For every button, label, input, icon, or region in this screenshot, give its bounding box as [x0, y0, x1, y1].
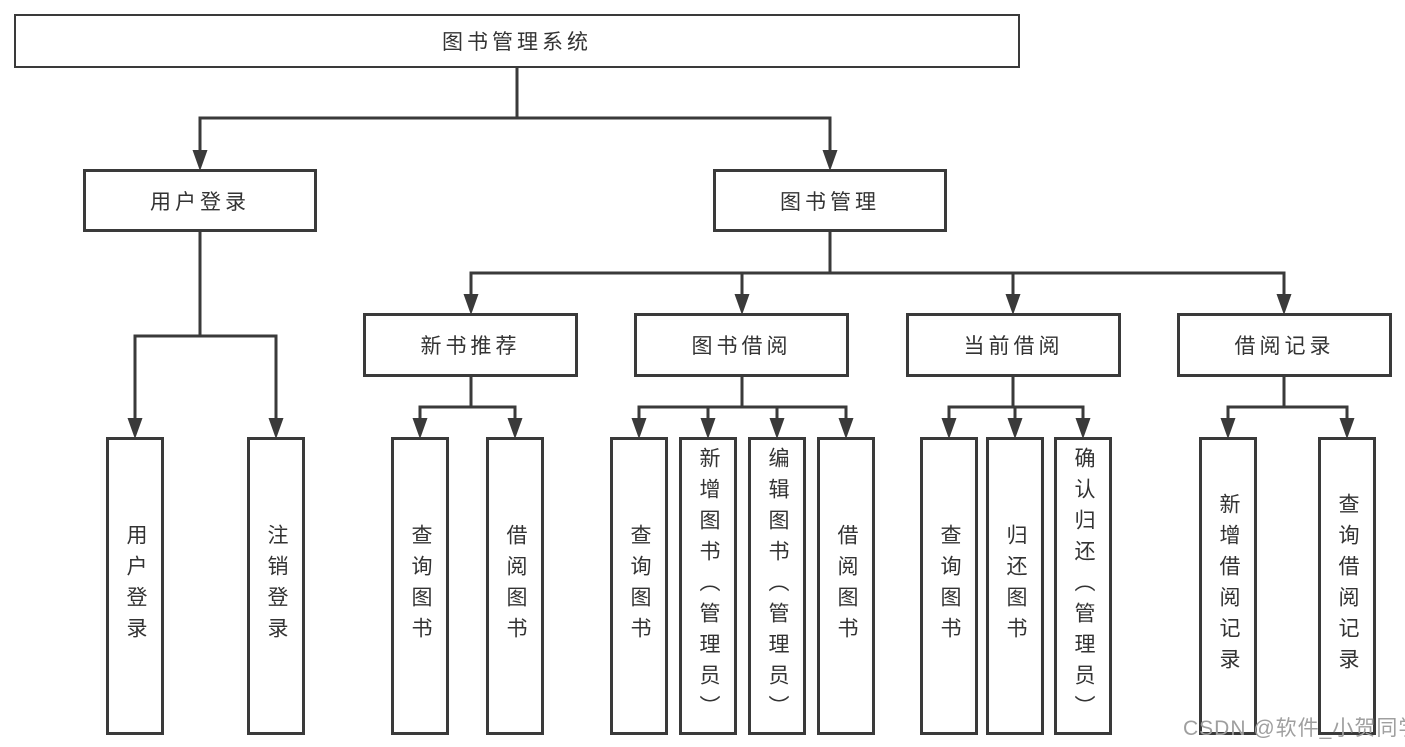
edge-lines: [1226, 375, 1349, 421]
arrowheads: [1220, 418, 1355, 439]
node-book-borrow: 图书借阅: [634, 313, 849, 377]
edge-recommend-children: [412, 375, 523, 439]
leaf-records-query-record: 查询借阅记录: [1318, 437, 1376, 735]
edge-root-to-level2: [192, 64, 838, 171]
leaf-user-login: 用户登录: [106, 437, 164, 735]
leaf-current-return-book: 归还图书: [986, 437, 1044, 735]
leaf-borrow-add-book-admin: 新增图书（管理员）: [679, 437, 737, 735]
leaf-borrow-edit-book-admin: 编辑图书（管理员）: [748, 437, 806, 735]
node-current-borrow: 当前借阅: [906, 313, 1121, 377]
leaf-borrow-query-book: 查询图书: [610, 437, 668, 735]
leaf-current-query-book: 查询图书: [920, 437, 978, 735]
leaf-current-confirm-return-admin: 确认归还（管理员）: [1054, 437, 1112, 735]
edge-lines: [133, 230, 278, 420]
arrowheads: [463, 294, 1292, 315]
edge-lines: [947, 375, 1085, 421]
arrowheads: [631, 418, 854, 439]
arrowheads: [192, 150, 838, 171]
arrowheads: [127, 418, 284, 439]
edge-lines: [637, 375, 848, 421]
node-library-system: 图书管理系统: [14, 14, 1020, 68]
leaf-recommend-query-book: 查询图书: [391, 437, 449, 735]
node-user-login: 用户登录: [83, 169, 317, 232]
edge-borrow-children: [631, 375, 854, 439]
leaf-records-add-record: 新增借阅记录: [1199, 437, 1257, 735]
arrowheads: [412, 418, 523, 439]
edge-book-mgmt-children: [463, 230, 1292, 315]
node-new-book-recommend: 新书推荐: [363, 313, 578, 377]
leaf-borrow-borrow-book: 借阅图书: [817, 437, 875, 735]
node-borrow-records: 借阅记录: [1177, 313, 1392, 377]
edge-lines: [198, 64, 832, 152]
node-book-management: 图书管理: [713, 169, 947, 232]
arrowheads: [941, 418, 1091, 439]
edge-lines: [469, 230, 1286, 296]
edge-lines: [418, 375, 517, 421]
edge-user-login-children: [127, 230, 284, 439]
leaf-logout: 注销登录: [247, 437, 305, 735]
edge-records-children: [1220, 375, 1355, 439]
leaf-recommend-borrow-book: 借阅图书: [486, 437, 544, 735]
csdn-watermark: CSDN @软件_小贺同学: [1183, 717, 1405, 740]
edge-current-children: [941, 375, 1091, 439]
